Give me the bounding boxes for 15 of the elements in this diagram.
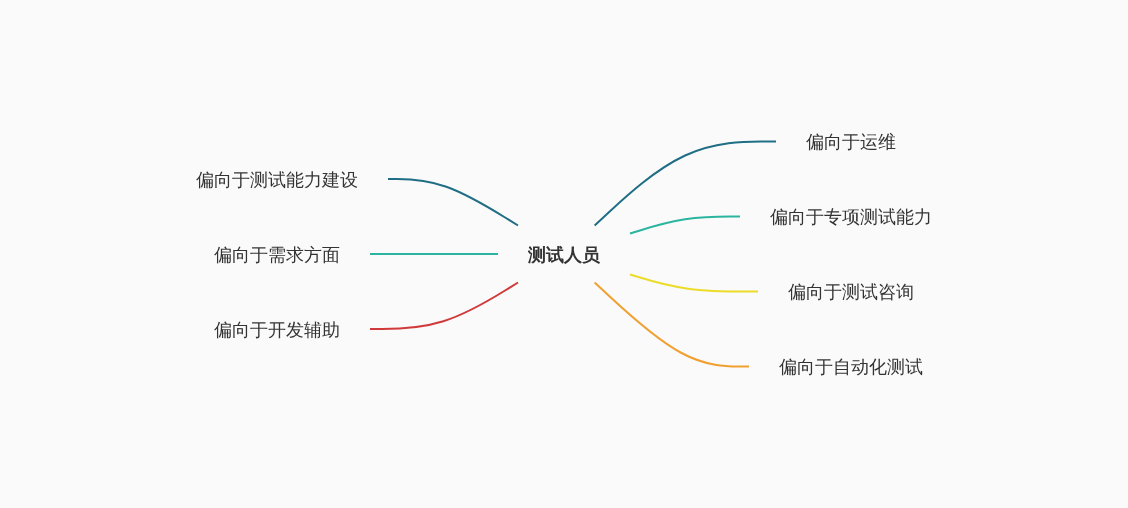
node-text: 偏向于测试咨询 [788, 281, 914, 302]
connector [369, 253, 499, 255]
node-text: 偏向于需求方面 [214, 243, 340, 265]
connector [629, 273, 759, 293]
node-text: 偏向于自动化测试 [779, 356, 923, 377]
connector [369, 281, 519, 330]
connector [387, 178, 519, 227]
node-text: 偏向于运维 [806, 131, 896, 152]
node-text: 偏向于测试能力建设 [196, 168, 358, 190]
connector [593, 140, 777, 227]
connector [593, 281, 750, 368]
node-text: 测试人员 [528, 243, 600, 265]
connector [629, 215, 741, 235]
node-text: 偏向于开发辅助 [214, 318, 340, 340]
node-text: 偏向于专项测试能力 [770, 206, 932, 227]
